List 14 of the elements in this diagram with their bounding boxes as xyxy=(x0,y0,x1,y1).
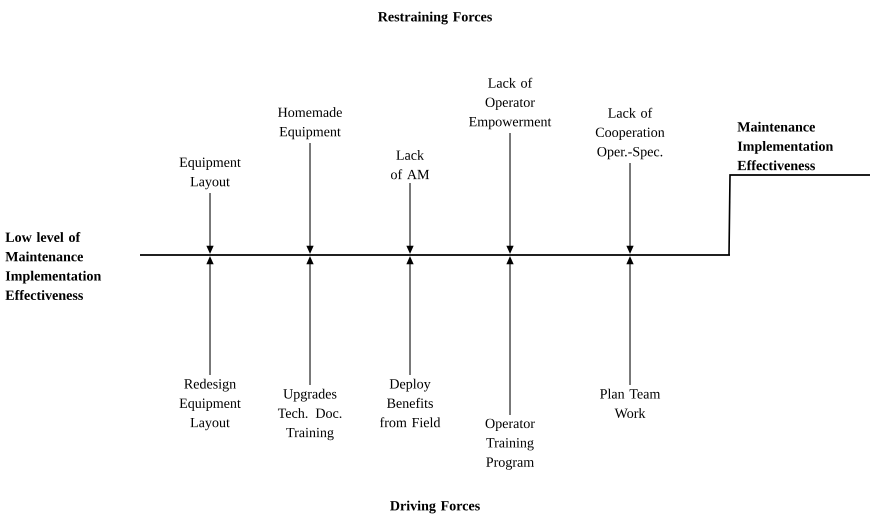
goal-label: Maintenance Implementation Effectiveness xyxy=(737,122,834,170)
start-label: Low level of Maintenance Implementation Effectiveness xyxy=(5,232,102,300)
force-label: Lack of AM xyxy=(391,150,430,180)
force-label: Deploy Benefits from Field xyxy=(380,378,440,428)
section-heading: Restraining Forces xyxy=(378,12,492,24)
force-label: Lack of Cooperation Oper.-Spec. xyxy=(596,108,665,160)
force-label: Homemade Equipment xyxy=(278,107,342,140)
force-label: Plan Team Work xyxy=(600,388,660,418)
force-label: Equipment Layout xyxy=(180,158,241,190)
force-label: Upgrades Tech. Doc. Training xyxy=(278,388,342,440)
force-label: Lack of Operator Empowerment xyxy=(469,78,552,130)
force-label: Redesign Equipment Layout xyxy=(180,378,241,430)
section-heading: Driving Forces xyxy=(390,500,480,514)
force-label: Operator Training Program xyxy=(486,418,535,470)
